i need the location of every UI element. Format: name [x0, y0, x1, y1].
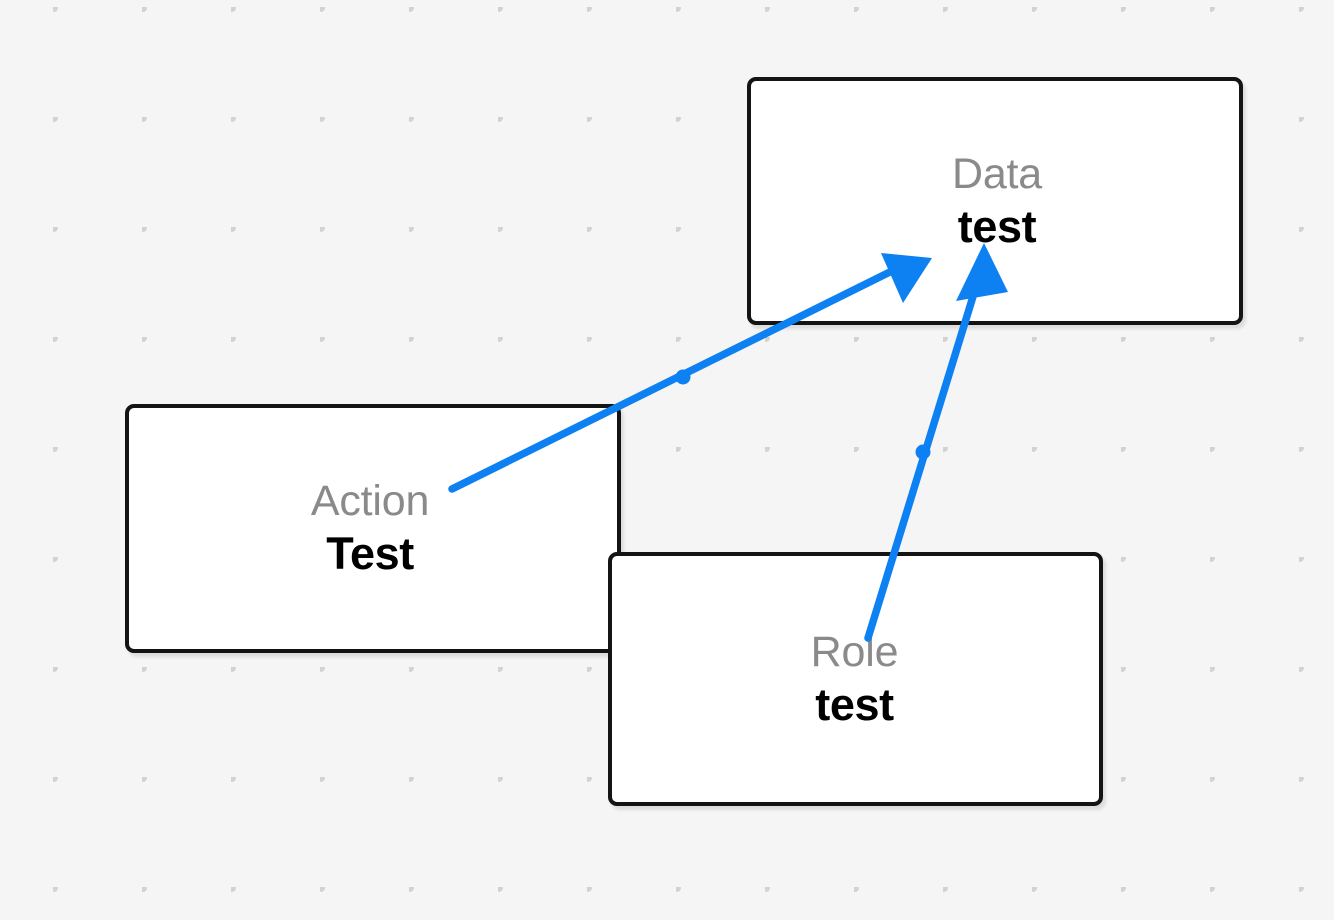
node-role-type: Role: [810, 627, 899, 676]
node-role[interactable]: Role test: [608, 552, 1103, 806]
edge-role-to-data-midpoint-handle[interactable]: [915, 444, 931, 460]
node-data-type: Data: [951, 149, 1043, 198]
node-role-label: test: [815, 678, 894, 730]
node-action-label: Test: [326, 528, 414, 580]
node-action[interactable]: Action Test: [125, 404, 621, 653]
node-action-type: Action: [310, 477, 430, 526]
node-data[interactable]: Data test: [747, 77, 1243, 325]
node-data-label: test: [957, 200, 1037, 252]
edge-action-to-data-midpoint-handle[interactable]: [675, 369, 691, 385]
